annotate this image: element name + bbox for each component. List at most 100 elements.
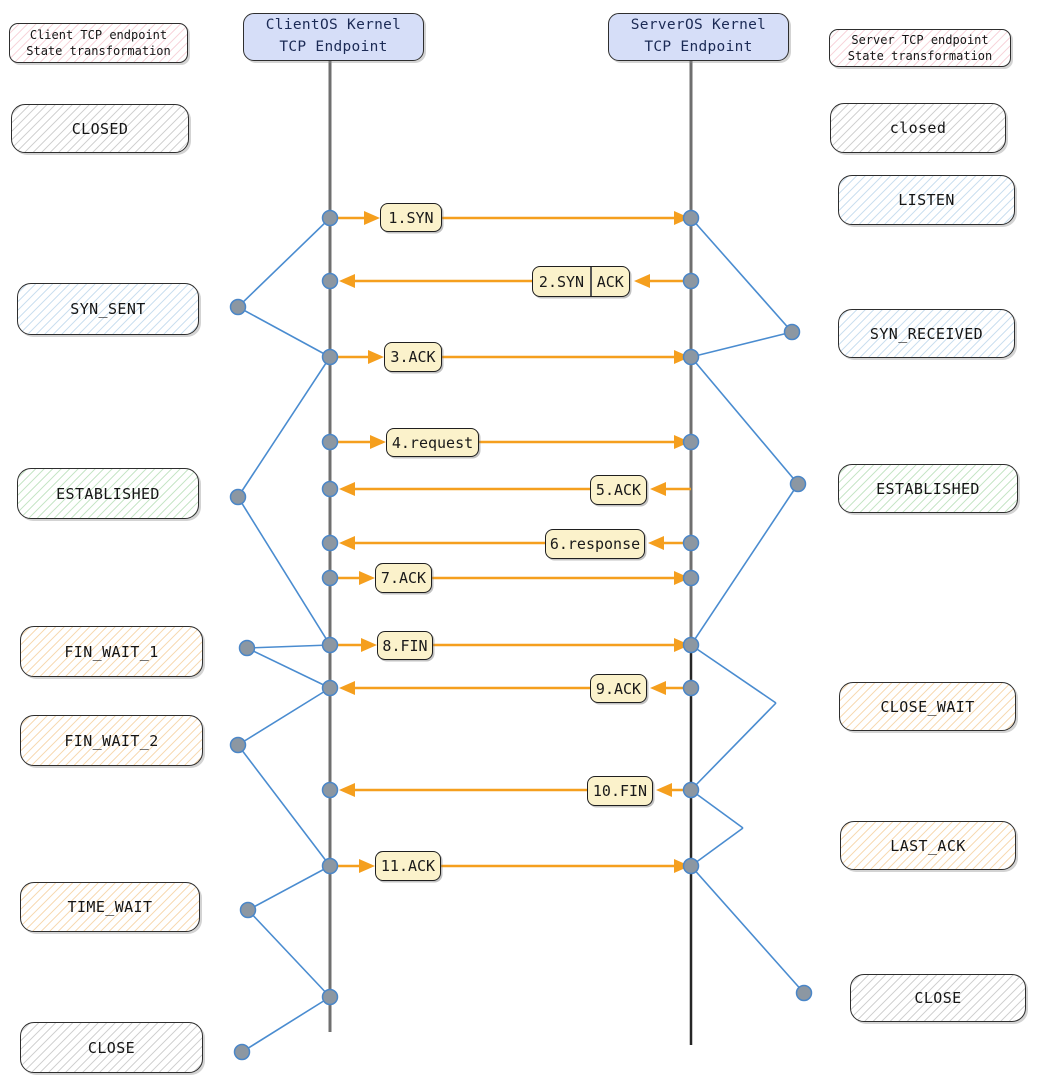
state-label: CLOSED [71,119,129,138]
event-dots [229,209,813,1061]
connector-fin-wait-1-up [246,644,331,649]
event-dot [321,679,339,697]
arrow-msg-9 [339,681,684,695]
arrow-msg-5 [339,482,691,496]
client-legend: Client TCP endpoint State transformation [9,23,188,63]
connector-close-server [690,865,805,994]
server-legend-line2: State transformation [847,49,993,63]
message-label-9-ack: 9.ACK [590,674,647,703]
event-dot [321,534,339,552]
connector-last-ack-down [690,827,744,867]
client-kernel-line1: ClientOS Kernel [265,17,402,34]
event-dot [321,857,339,875]
message-text: ACK [596,272,624,291]
state-label: ESTABLISHED [56,484,160,503]
state-vertex-dot [229,298,247,316]
state-label: CLOSE_WAIT [880,697,975,716]
state-label: LISTEN [898,191,955,209]
event-dot [321,569,339,587]
event-dot [682,272,700,290]
message-label-8-fin: 8.FIN [377,631,433,660]
client-state-closed: CLOSED [11,104,189,153]
arrow-msg-6 [339,536,684,550]
state-vertex-dot [239,901,257,919]
message-text: 11.ACK [380,857,436,875]
connector-syn-received-down [690,331,793,358]
client-state-established: ESTABLISHED [17,468,199,519]
event-dot [682,569,700,587]
state-label: TIME_WAIT [67,898,153,916]
state-vertex-dot [229,488,247,506]
state-label: LAST_ACK [890,836,966,855]
connector-last-ack-up [690,789,744,829]
message-arrows [338,211,691,873]
label-divider [590,267,592,296]
message-label-10-fin: 10.FIN [587,776,653,806]
server-state-established: ESTABLISHED [838,464,1018,513]
message-label-3-ack: 3.ACK [384,342,442,372]
state-vertex-dot [238,639,256,657]
state-vertex-dot [783,323,801,341]
event-dot [682,857,700,875]
server-state-syn-received: SYN_RECEIVED [838,309,1015,358]
event-dot [682,679,700,697]
message-text: 10.FIN [592,782,648,800]
connector-syn-sent-up [237,217,331,308]
server-state-closed: closed [830,103,1006,153]
message-label-1-syn: 1.SYN [380,203,442,232]
event-dot [321,988,339,1006]
message-text: 6.response [549,535,641,553]
connector-close-wait-up [690,644,777,704]
message-label-6-response: 6.response [545,529,645,559]
server-state-last-ack: LAST_ACK [840,821,1016,870]
arrow-msg-4 [338,435,690,449]
event-dot [321,272,339,290]
server-state-connectors [690,217,805,994]
connector-established-server-down [690,483,799,646]
arrow-msg-3 [338,350,690,364]
event-dot [682,433,700,451]
event-dot [321,433,339,451]
client-legend-line1: Client TCP endpoint [29,27,168,42]
message-label-2-syn-ack: 2.SYN ACK [532,266,630,297]
client-state-time-wait: TIME_WAIT [20,882,200,932]
connector-fin-wait-2-down [237,744,331,867]
arrow-msg-10 [339,783,684,797]
event-dot [682,348,700,366]
server-state-close-wait: CLOSE_WAIT [839,682,1016,731]
message-text: 8.FIN [382,636,428,655]
connector-time-wait-down [247,909,331,998]
connector-close-client [241,996,331,1053]
arrow-msg-7 [338,571,690,585]
client-state-syn-sent: SYN_SENT [17,283,199,335]
event-dot [321,781,339,799]
connector-established-up [237,356,331,498]
state-label: closed [889,119,947,137]
state-vertex-dot [789,475,807,493]
server-state-close: CLOSE [850,974,1026,1022]
message-text: 2.SYN [538,272,585,291]
message-label-11-ack: 11.ACK [375,851,441,881]
state-label: FIN_WAIT_2 [64,731,159,750]
state-label: ESTABLISHED [876,479,980,498]
message-label-7-ack: 7.ACK [375,563,432,593]
state-label: SYN_RECEIVED [869,324,984,343]
state-label: FIN_WAIT_1 [64,642,159,661]
state-vertex-dot [795,984,813,1002]
arrow-msg-8 [338,638,690,652]
state-label: CLOSE [87,1038,136,1057]
server-legend: Server TCP endpoint State transformation [829,29,1011,67]
server-kernel-line1: ServerOS Kernel [630,17,767,34]
server-state-listen: LISTEN [838,175,1015,225]
connector-syn-received-up [690,217,793,333]
client-state-fin-wait-1: FIN_WAIT_1 [20,626,203,677]
message-text: 1.SYN [388,208,434,227]
event-dot [321,209,339,227]
event-dot [682,781,700,799]
arrow-msg-11 [338,859,690,873]
state-vertex-dot [233,1043,251,1061]
client-state-connectors [237,217,331,1053]
connector-close-wait-down [690,702,777,791]
message-text: 5.ACK [595,481,642,499]
